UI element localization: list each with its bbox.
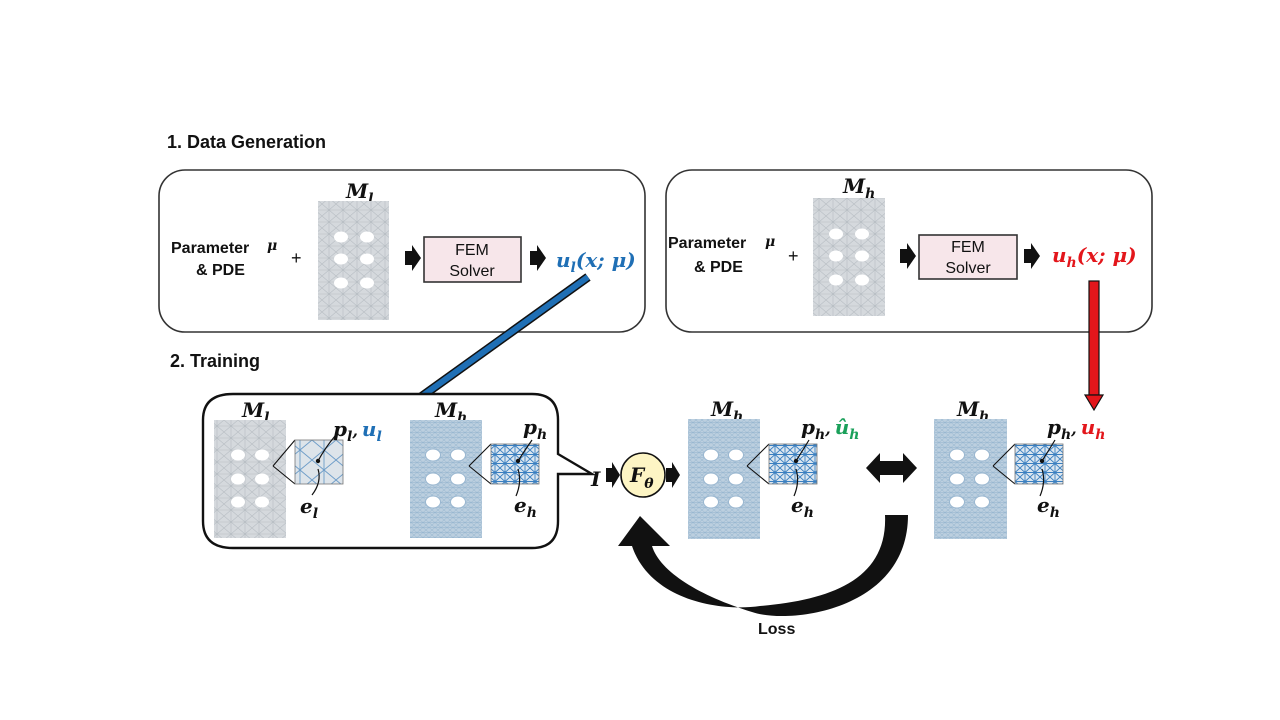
prediction-mesh-image xyxy=(688,419,760,539)
bubble-low-mesh-image xyxy=(214,420,296,538)
section-title-data-generation: 1. Data Generation xyxy=(167,132,326,152)
low-fidelity-panel: Parameter μ & PDE + Ml FEM Solver ul(x; … xyxy=(158,169,646,333)
bubble-low-point-label: pl,ul xyxy=(333,417,382,445)
model-label: Fθ xyxy=(629,463,654,492)
training-input-bubble: Ml pl,ul el Mh xyxy=(201,392,597,550)
high-param-label: Parameter xyxy=(668,235,746,252)
bubble-high-mesh-image xyxy=(410,420,492,538)
prediction-point-label: ph,ûh xyxy=(801,415,859,443)
prediction-group: Mh ph,ûh eh xyxy=(688,397,859,539)
low-param-label: Parameter xyxy=(171,240,249,257)
high-plus-sign: + xyxy=(788,246,799,266)
bubble-high-zoom-patch xyxy=(490,439,540,497)
target-mesh-holes xyxy=(949,448,990,509)
input-arrow xyxy=(606,462,620,488)
high-arrow-to-solver xyxy=(900,243,916,269)
section-title-training: 2. Training xyxy=(170,351,260,371)
target-mesh-label: Mh xyxy=(956,397,989,425)
high-pde-label: & PDE xyxy=(694,259,743,276)
prediction-element-label: eh xyxy=(791,493,814,521)
high-fidelity-panel: Parameter μ & PDE + Mh FEM Solver uh(x; … xyxy=(665,169,1153,333)
target-point-leader xyxy=(1041,439,1056,462)
model-node xyxy=(620,452,666,498)
model-output-arrow xyxy=(666,462,680,488)
compare-double-arrow xyxy=(866,453,917,483)
bubble-low-mesh-label: Ml xyxy=(241,398,269,426)
prediction-mesh-label: Mh xyxy=(710,397,743,425)
prediction-zoom-lines xyxy=(746,443,770,485)
low-plus-sign: + xyxy=(291,248,302,268)
low-mesh-label: Ml xyxy=(345,179,373,207)
prediction-element-leader xyxy=(793,468,799,497)
target-element-leader xyxy=(1039,468,1045,497)
high-solver-line2: Solver xyxy=(945,260,991,277)
target-zoom-patch xyxy=(1014,443,1064,485)
low-panel-border xyxy=(158,169,646,333)
high-mesh-label: Mh xyxy=(842,174,875,202)
high-mesh-image xyxy=(813,198,885,316)
low-arrow-to-solver xyxy=(405,245,421,271)
input-label: I xyxy=(590,467,601,491)
target-mesh-image xyxy=(934,419,1007,539)
bubble-high-mesh-label: Mh xyxy=(434,398,467,426)
prediction-zoom-patch xyxy=(768,443,818,485)
bubble-high-element-label: eh xyxy=(514,493,537,521)
target-group: Mh ph,uh eh xyxy=(934,397,1105,539)
target-point-label: ph,uh xyxy=(1047,415,1105,443)
high-solution-label: uh(x; μ) xyxy=(1052,243,1137,271)
target-element-label: eh xyxy=(1037,493,1060,521)
target-zoom-lines xyxy=(992,443,1016,485)
bubble-low-zoom-patch xyxy=(294,435,344,496)
prediction-mesh-holes xyxy=(703,448,744,509)
low-fem-solver-box xyxy=(423,236,522,283)
bubble-low-element-label: el xyxy=(300,494,318,522)
low-solution-label: ul(x; μ) xyxy=(556,248,636,276)
high-arrow-from-solver xyxy=(1024,243,1040,269)
high-param-mu: μ xyxy=(765,234,775,250)
low-arrow-from-solver xyxy=(530,245,546,271)
high-solver-line1: FEM xyxy=(951,239,985,256)
bubble-high-point-label: ph xyxy=(523,415,547,443)
low-solver-line1: FEM xyxy=(455,242,489,259)
low-param-mu: μ xyxy=(267,238,277,254)
low-pde-label: & PDE xyxy=(196,262,245,279)
loss-label: Loss xyxy=(758,621,795,638)
bubble-outline xyxy=(201,392,597,550)
high-solution-transfer-arrow xyxy=(1083,280,1105,412)
low-mesh-image xyxy=(318,201,389,320)
high-fem-solver-box xyxy=(918,234,1018,280)
low-solver-line2: Solver xyxy=(449,263,495,280)
prediction-point-leader xyxy=(795,439,810,462)
loss-feedback-arrow xyxy=(618,515,908,617)
